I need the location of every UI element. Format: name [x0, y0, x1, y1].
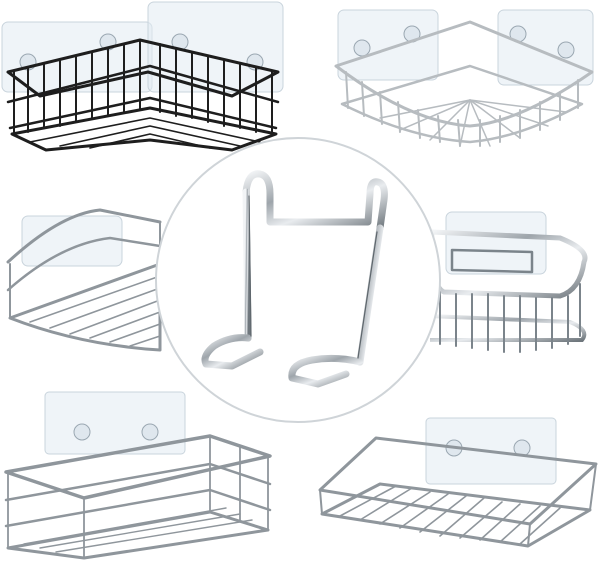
hook-wire	[201, 170, 388, 388]
hook-wire-shadow	[248, 195, 378, 359]
hook-knob	[141, 423, 159, 441]
hook-knob	[353, 39, 371, 57]
hook-knob	[557, 41, 575, 59]
adhesive-pad	[497, 9, 594, 86]
silver-rectangular-basket	[4, 391, 272, 560]
adhesive-pad	[337, 9, 439, 81]
chrome-soap-basket	[429, 211, 588, 353]
adhesive-pad	[21, 215, 123, 267]
white-corner-shower-caddy	[334, 9, 594, 147]
silver-corner-basket	[6, 208, 162, 352]
wire-hanger-hook-detail	[155, 137, 441, 423]
silver-flat-shelf	[318, 417, 598, 548]
hook-knob	[73, 423, 91, 441]
adhesive-pad	[445, 211, 547, 275]
black-corner-shower-caddy	[1, 1, 284, 152]
